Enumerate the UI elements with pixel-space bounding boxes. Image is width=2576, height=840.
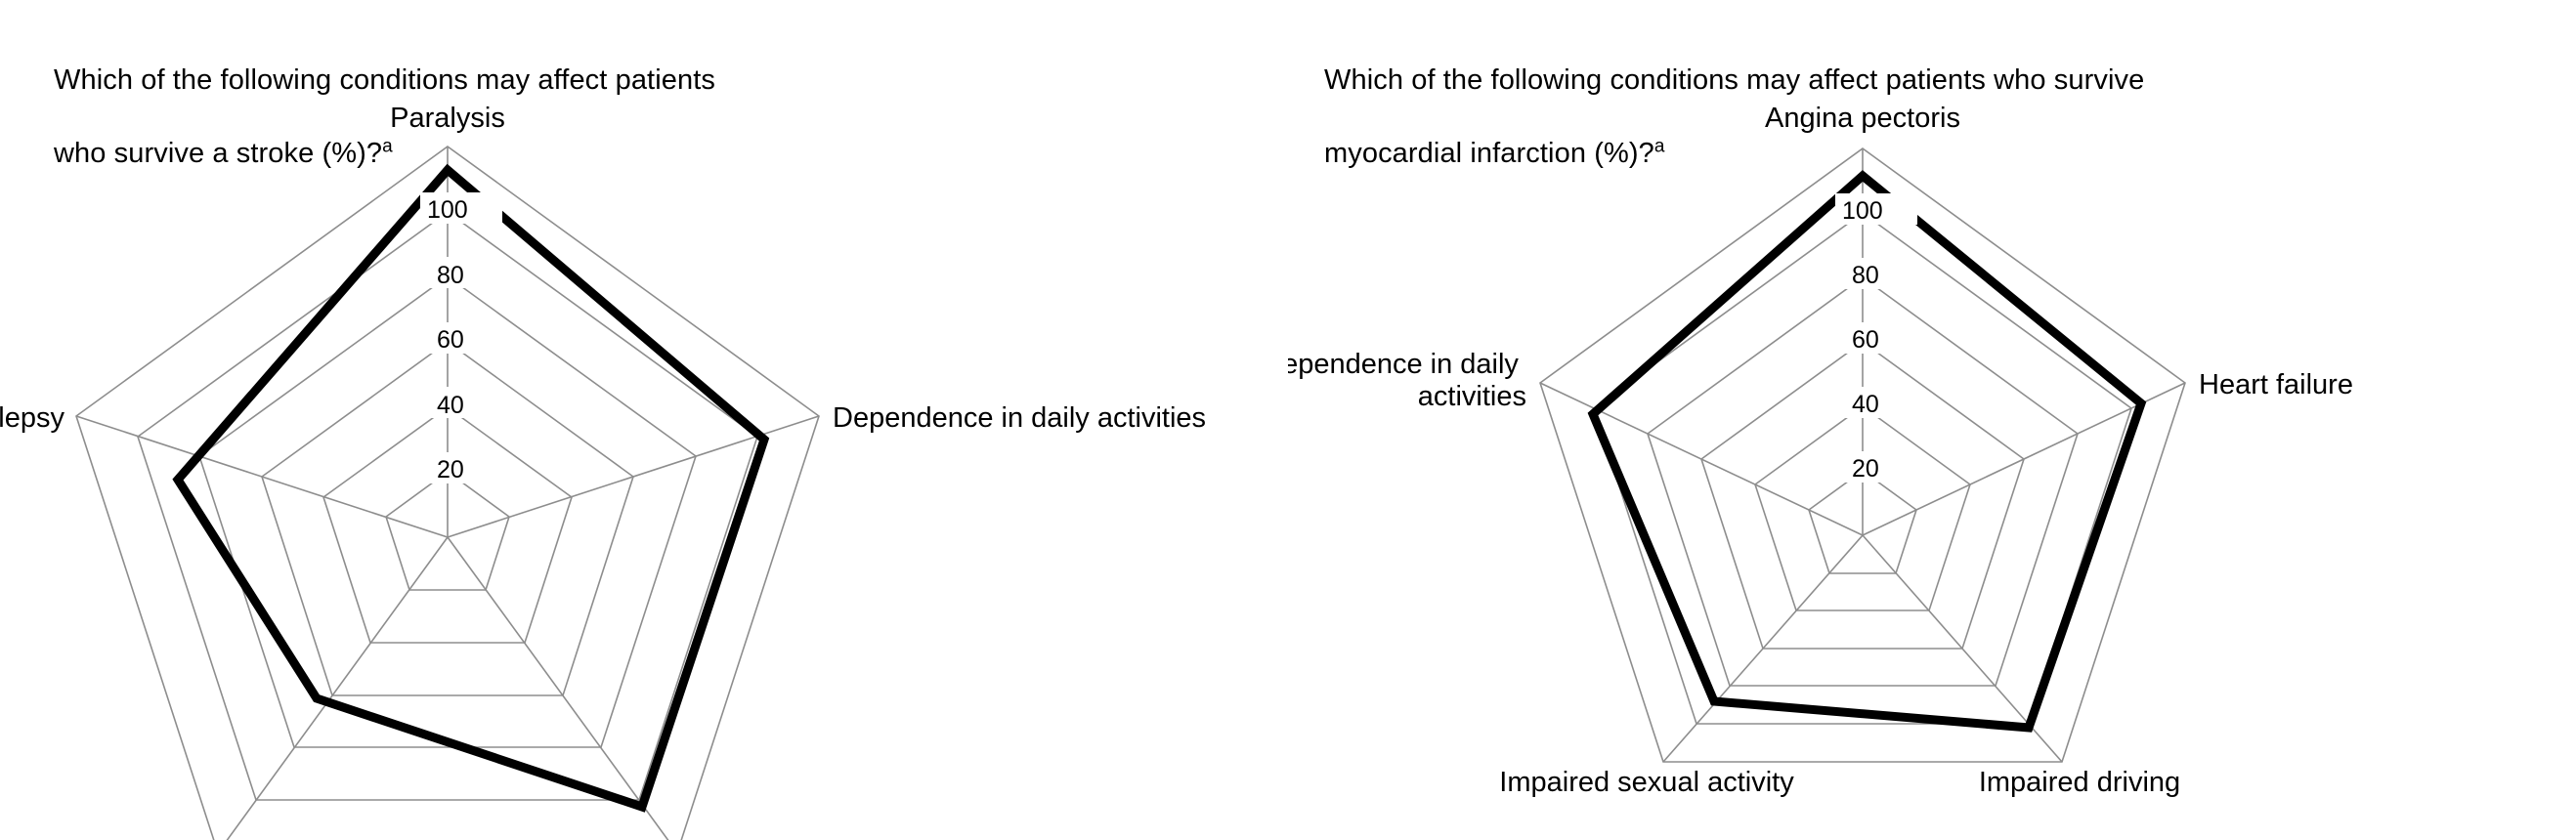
tick-labels-stroke: 20 40 60 80 100 xyxy=(420,192,502,483)
tick-bg-60 xyxy=(1844,322,1909,354)
tick-label-60: 60 xyxy=(437,326,464,354)
tick-label-80: 80 xyxy=(1852,262,1879,289)
axis-label-impaired-driving: Impaired driving xyxy=(1979,767,2180,798)
axis-label-paralysis: Paralysis xyxy=(390,103,505,134)
grid-ring-120 xyxy=(1539,147,2186,763)
axis-label-line1: Dependence in daily xyxy=(1288,349,1519,380)
spoke-impaired-speech xyxy=(447,536,669,840)
panel-title-superscript: a xyxy=(1653,136,1665,157)
tick-bg-40 xyxy=(429,387,494,418)
tick-bg-20 xyxy=(1844,451,1909,483)
panel-title-stroke: Which of the following conditions may af… xyxy=(54,25,1256,173)
panel-title-superscript: a xyxy=(382,136,393,157)
radar-svg-stroke: 20 40 60 80 100 Paralysis Dependence in … xyxy=(0,103,1206,840)
panel-title-line1: Which of the following conditions may af… xyxy=(1324,63,2145,96)
panel-title-line1: Which of the following conditions may af… xyxy=(54,63,715,96)
axis-label-impaired-sexual-activity: Impaired sexual activity xyxy=(1499,767,1794,798)
panel-title-line2: myocardial infarction (%)? xyxy=(1324,138,1654,170)
grid-ring-20 xyxy=(1808,470,1917,574)
tick-labels-mi: 20 40 60 80 100 xyxy=(1835,193,1917,483)
radar-chart-mi: 20 40 60 80 100 Angina pectoris Heart fa… xyxy=(1288,0,2576,840)
axis-labels-mi: Angina pectoris Heart failure Impaired d… xyxy=(1288,103,2353,798)
radar-svg-mi: 20 40 60 80 100 Angina pectoris Heart fa… xyxy=(1288,103,2353,798)
panel-stroke: Which of the following conditions may af… xyxy=(0,25,1256,840)
spoke-heart-failure xyxy=(1862,382,2186,536)
panel-title-line2: who survive a stroke (%)? xyxy=(54,138,383,170)
grid-rings-stroke xyxy=(75,146,820,840)
axis-label-dependence-daily-activities: Dependence in daily activities xyxy=(1288,349,1526,412)
tick-label-20: 20 xyxy=(437,456,464,483)
radar-chart-stroke: 20 40 60 80 100 Paralysis Dependence in … xyxy=(0,103,1206,840)
grid-ring-120 xyxy=(75,146,820,840)
grid-ring-100 xyxy=(137,211,758,801)
tick-bg-100 xyxy=(1835,193,1917,225)
tick-bg-40 xyxy=(1844,387,1909,418)
tick-bg-80 xyxy=(429,257,494,288)
spoke-dependence-daily-activities xyxy=(1539,382,1864,536)
axis-label-heart-failure: Heart failure xyxy=(2199,369,2353,400)
tick-label-80: 80 xyxy=(437,262,464,289)
panel-title-mi: Which of the following conditions may af… xyxy=(1324,25,2575,173)
grid-ring-80 xyxy=(198,275,697,748)
axis-label-line2: activities xyxy=(1418,381,1526,412)
data-polygon-stroke xyxy=(172,163,770,813)
grid-ring-60 xyxy=(261,341,634,696)
spoke-dementia xyxy=(226,536,449,840)
grid-ring-40 xyxy=(322,406,573,644)
tick-label-40: 40 xyxy=(1852,391,1879,418)
grid-ring-40 xyxy=(1754,405,1971,611)
spoke-impaired-sexual-activity xyxy=(1662,534,1864,763)
tick-label-100: 100 xyxy=(1842,197,1883,225)
panel-myocardial-infarction: Which of the following conditions may af… xyxy=(1288,0,2576,840)
tick-bg-60 xyxy=(429,322,494,354)
tick-label-40: 40 xyxy=(437,392,464,419)
tick-bg-80 xyxy=(1844,258,1909,289)
grid-ring-20 xyxy=(385,471,510,591)
tick-bg-20 xyxy=(429,452,494,483)
axis-label-epilepsy: Epilepsy xyxy=(0,402,64,434)
axis-label-angina-pectoris: Angina pectoris xyxy=(1765,103,1960,134)
tick-label-20: 20 xyxy=(1852,455,1879,483)
axis-labels-stroke: Paralysis Dependence in daily activities… xyxy=(0,103,1206,434)
tick-label-100: 100 xyxy=(427,196,468,224)
tick-bg-100 xyxy=(420,192,502,224)
grid-ring-60 xyxy=(1700,341,2025,650)
grid-ring-80 xyxy=(1647,276,2079,687)
axis-label-dependence-daily-activities: Dependence in daily activities xyxy=(833,402,1206,434)
tick-label-60: 60 xyxy=(1852,326,1879,354)
data-polygon-mi xyxy=(1587,170,2147,733)
spoke-epilepsy xyxy=(75,415,449,538)
